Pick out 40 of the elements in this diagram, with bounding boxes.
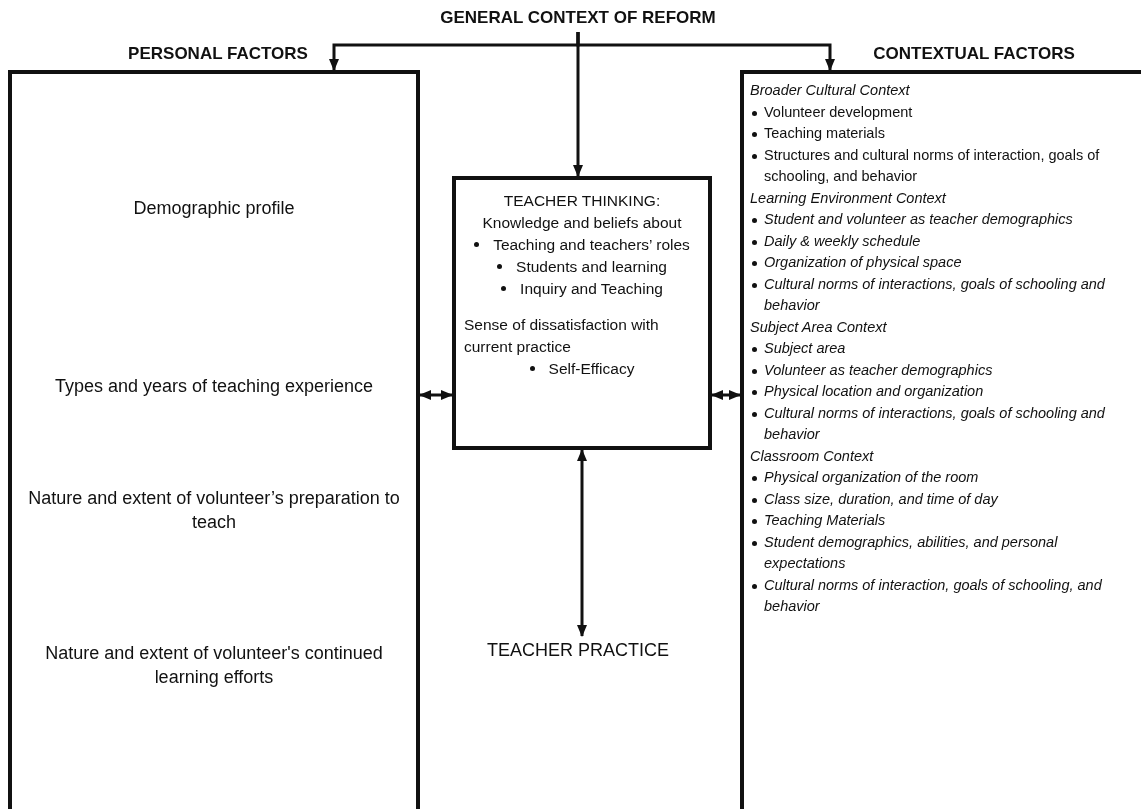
bullet-item: Cultural norms of interactions, goals of schooling and behavior	[764, 404, 1105, 442]
factor-text: Nature and extent of volunteer’s preparation to teach	[28, 487, 400, 535]
bullet-item: Self-Efficacy	[548, 359, 635, 379]
box-text: TEACHER THINKING:	[502, 191, 662, 211]
bullet-item: Teaching and teachers’ roles	[493, 235, 690, 255]
center-box	[452, 176, 712, 450]
bullet-item: Physical location and organization	[764, 383, 984, 399]
bullet-item: Teaching Materials	[764, 512, 886, 528]
bullet-item: Volunteer development	[764, 103, 913, 120]
bullet-item: Volunteer as teacher demographics	[764, 361, 993, 378]
bullet-item: Structures and cultural norms of interaction, goals of schooling, and behavior	[764, 146, 1100, 184]
box-text: Knowledge and beliefs about	[481, 213, 683, 233]
connector-arrow	[576, 32, 835, 71]
bullet-item: Class size, duration, and time of day	[764, 490, 998, 507]
section-heading: Subject Area Context	[750, 317, 888, 337]
connector-arrow	[577, 449, 587, 637]
bullet-item: Student demographics, abilities, and personal expectations	[764, 533, 1058, 571]
connector-arrow	[711, 390, 741, 400]
factor-text: Demographic profile	[132, 197, 296, 220]
panel-heading: PERSONAL FACTORS	[127, 44, 309, 64]
diagram-title: GENERAL CONTEXT OF REFORM	[418, 8, 738, 32]
bullet-item: Student and volunteer as teacher demographics	[764, 211, 1073, 227]
connector-arrow	[419, 390, 453, 400]
outcome-label: TEACHER PRACTICE	[478, 640, 678, 664]
factor-text: Nature and extent of volunteer's continued learning efforts	[44, 642, 384, 690]
bullet-item: Teaching materials	[764, 125, 885, 141]
bullet-item: Subject area	[764, 340, 846, 356]
section-heading: Learning Environment Context	[750, 188, 948, 208]
bullet-item: Organization of physical space	[764, 254, 962, 270]
bullet-item: Cultural norms of interactions, goals of schooling and behavior	[764, 275, 1105, 313]
bullet-item: Students and learning	[516, 257, 667, 277]
bullet-item: Daily & weekly schedule	[764, 232, 921, 249]
bullet-item: Physical organization of the room	[764, 469, 979, 485]
bullet-item: Inquiry and Teaching	[520, 279, 663, 299]
panel-heading: CONTEXTUAL FACTORS	[872, 44, 1076, 64]
factor-text: Types and years of teaching experience	[53, 375, 375, 398]
box-text: Sense of dissatisfaction with current practice	[464, 315, 660, 357]
section-heading: Broader Cultural Context	[750, 81, 911, 100]
bullet-item: Cultural norms of interaction, goals of schooling, and behavior	[764, 576, 1102, 614]
section-heading: Classroom Context	[750, 446, 875, 466]
